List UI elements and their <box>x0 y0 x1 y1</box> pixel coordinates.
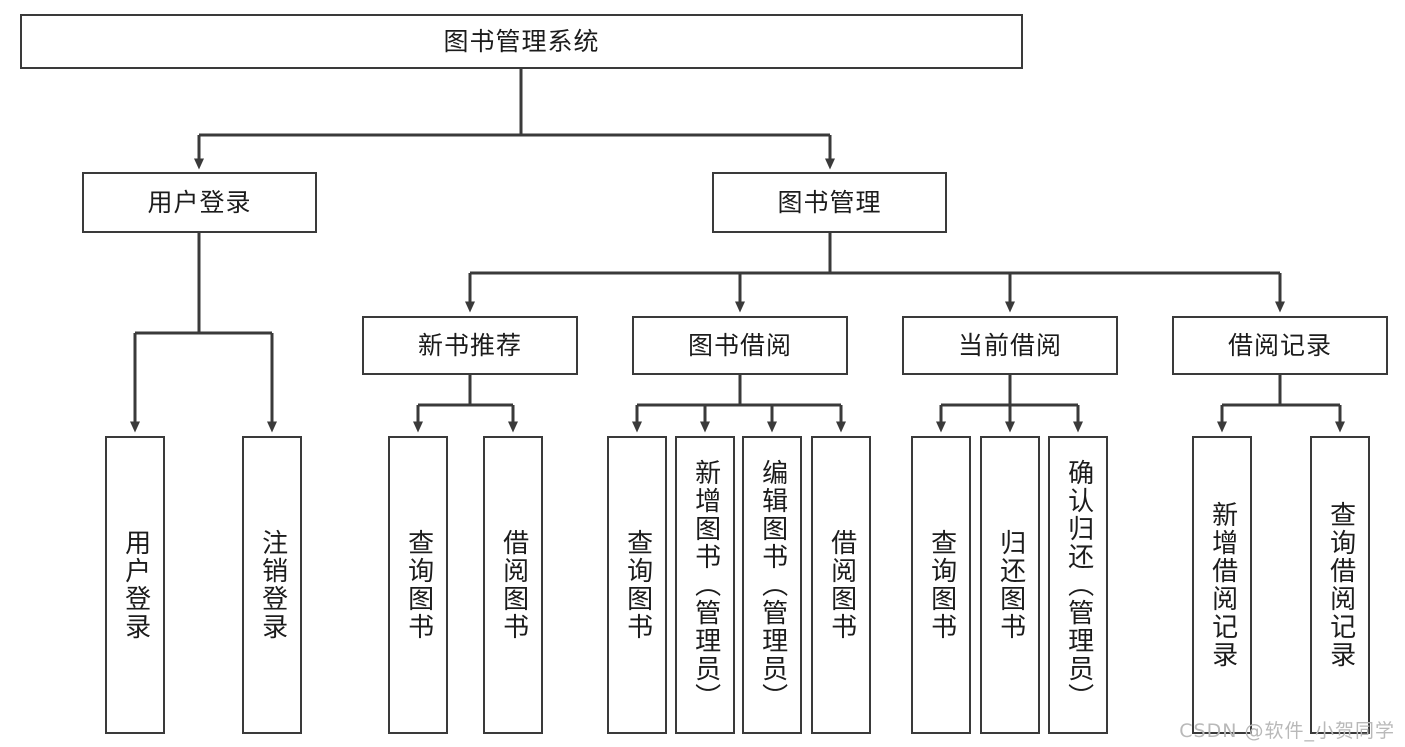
node-label: 查询图书 <box>926 529 957 641</box>
node-label: 图书管理 <box>777 188 882 217</box>
node-leaf-query-book-3[interactable]: 查询图书 <box>911 436 971 734</box>
node-leaf-query-book-2[interactable]: 查询图书 <box>607 436 667 734</box>
node-current-borrow[interactable]: 当前借阅 <box>902 316 1118 375</box>
edge-group-new-book-recommend <box>413 375 518 433</box>
node-label: 查询图书 <box>403 529 434 641</box>
node-label: 归还图书 <box>995 529 1026 641</box>
node-leaf-logout-login[interactable]: 注销登录 <box>242 436 302 734</box>
node-leaf-return-book[interactable]: 归还图书 <box>980 436 1040 734</box>
edge-group-book-borrow <box>632 375 846 433</box>
node-user-login[interactable]: 用户登录 <box>82 172 317 233</box>
node-new-book-recommend[interactable]: 新书推荐 <box>362 316 578 375</box>
node-label: 用户登录 <box>147 188 252 217</box>
node-label: 查询图书 <box>622 529 653 641</box>
node-leaf-user-login[interactable]: 用户登录 <box>105 436 165 734</box>
node-book-management[interactable]: 图书管理 <box>712 172 947 233</box>
node-leaf-edit-book[interactable]: 编辑图书（管理员） <box>742 436 802 734</box>
node-leaf-query-borrow-record[interactable]: 查询借阅记录 <box>1310 436 1370 734</box>
node-label: 图书管理系统 <box>443 27 600 56</box>
node-label: 新增借阅记录 <box>1207 501 1238 669</box>
edge-group-current-borrow <box>936 375 1083 433</box>
node-leaf-query-book-1[interactable]: 查询图书 <box>388 436 448 734</box>
node-label: 新增图书（管理员） <box>690 459 721 711</box>
node-root-system[interactable]: 图书管理系统 <box>20 14 1023 69</box>
node-book-borrow[interactable]: 图书借阅 <box>632 316 848 375</box>
node-label: 借阅记录 <box>1227 331 1332 360</box>
node-label: 编辑图书（管理员） <box>757 459 788 711</box>
edge-group-root <box>194 69 835 170</box>
node-leaf-confirm-return[interactable]: 确认归还（管理员） <box>1048 436 1108 734</box>
node-leaf-borrow-book-2[interactable]: 借阅图书 <box>811 436 871 734</box>
node-label: 借阅图书 <box>826 529 857 641</box>
node-label: 确认归还（管理员） <box>1063 459 1094 711</box>
node-leaf-add-borrow-record[interactable]: 新增借阅记录 <box>1192 436 1252 734</box>
node-label: 新书推荐 <box>417 331 522 360</box>
edge-group-user-login <box>130 233 277 433</box>
edge-group-borrow-record <box>1217 375 1345 433</box>
edge-group-book-management <box>465 233 1285 313</box>
node-label: 查询借阅记录 <box>1325 501 1356 669</box>
node-label: 当前借阅 <box>957 331 1062 360</box>
node-leaf-borrow-book-1[interactable]: 借阅图书 <box>483 436 543 734</box>
node-leaf-add-book[interactable]: 新增图书（管理员） <box>675 436 735 734</box>
node-borrow-record[interactable]: 借阅记录 <box>1172 316 1388 375</box>
node-label: 借阅图书 <box>498 529 529 641</box>
node-label: 注销登录 <box>257 529 288 641</box>
node-label: 用户登录 <box>120 529 151 641</box>
csdn-watermark: CSDN @软件_小贺同学 <box>1179 720 1395 742</box>
node-label: 图书借阅 <box>687 331 792 360</box>
